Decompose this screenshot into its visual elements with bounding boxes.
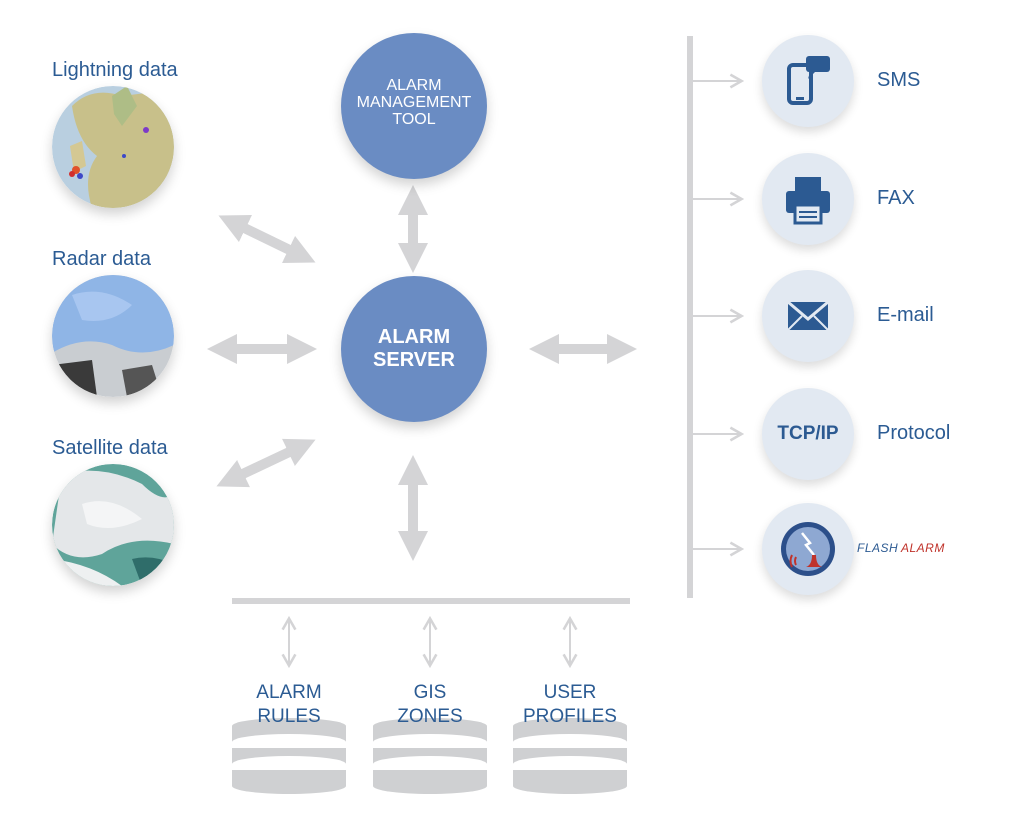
- management-tool-line2: MANAGEMENT: [356, 93, 472, 111]
- management-tool-line1: ALARM: [386, 77, 442, 94]
- protocol-label: Protocol: [877, 422, 951, 444]
- phone-message-icon: [787, 56, 830, 105]
- gis-zones-label: GIS ZONES: [397, 682, 463, 727]
- flashalarm-logo-text-flash: FLASH: [857, 541, 899, 555]
- tcpip-icon-text: TCP/IP: [777, 423, 839, 444]
- sms-label: SMS: [877, 69, 921, 91]
- radar-map-image: [52, 275, 174, 397]
- server-line2: SERVER: [373, 349, 455, 371]
- flashalarm-channel: [762, 503, 854, 595]
- lightning-server-arrow: [218, 215, 316, 263]
- email-channel: [762, 270, 854, 362]
- lightning-data-label: Lightning data: [52, 59, 178, 81]
- tcpip-channel: TCP/IP: [762, 388, 854, 480]
- satellite-server-arrow: [216, 438, 316, 488]
- alarm-server-node: ALARM SERVER: [341, 276, 487, 422]
- satellite-data-label: Satellite data: [52, 437, 168, 459]
- email-label: E-mail: [877, 304, 934, 326]
- database-stack-zones: [373, 718, 487, 794]
- flashalarm-logo-text-alarm: ALARM: [901, 541, 945, 555]
- envelope-icon: [787, 300, 829, 331]
- management-tool-line3: TOOL: [392, 110, 436, 128]
- lightning-map-image: [52, 86, 174, 208]
- satellite-map-image: [52, 464, 174, 586]
- alarm-rules-label: ALARM RULES: [256, 682, 322, 727]
- server-line1: ALARM: [377, 326, 451, 348]
- sms-channel: [762, 35, 854, 127]
- fax-channel: [762, 153, 854, 245]
- alarm-management-tool-node: ALARM MANAGEMENT TOOL: [341, 33, 487, 179]
- user-profiles-label: USER PROFILES: [523, 682, 617, 727]
- database-stack-rules: [232, 718, 346, 794]
- printer-icon: [786, 177, 830, 225]
- fax-label: FAX: [877, 187, 915, 209]
- radar-data-label: Radar data: [52, 248, 151, 270]
- database-stack-profiles: [513, 718, 627, 794]
- flashalarm-logo-icon: [781, 522, 835, 576]
